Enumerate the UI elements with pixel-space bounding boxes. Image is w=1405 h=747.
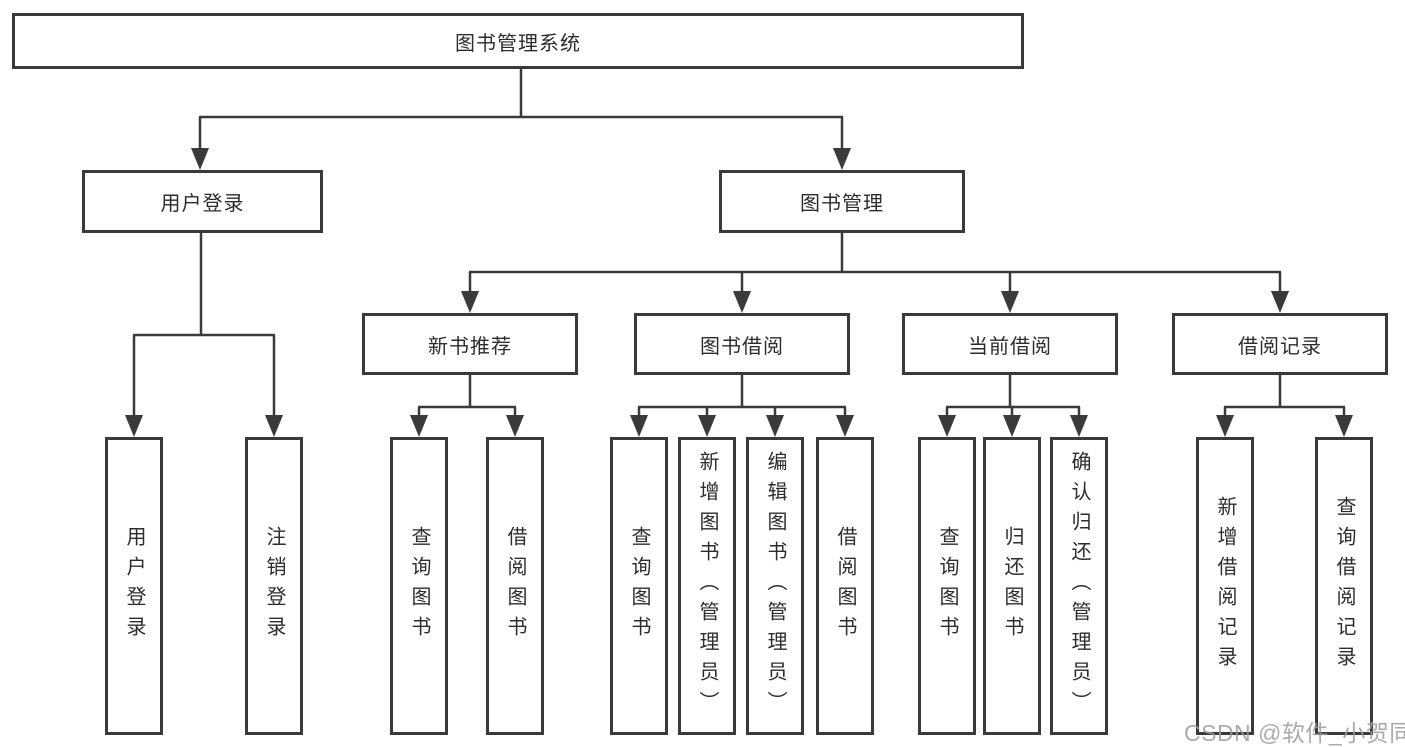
node-leaf-query-books-current: 查询图书 xyxy=(918,437,976,735)
node-book-management: 图书管理 xyxy=(719,170,965,233)
node-leaf-add-book-admin: 新增图书（管理员） xyxy=(678,437,736,735)
node-leaf-user-login: 用户登录 xyxy=(105,437,163,735)
node-user-login-group: 用户登录 xyxy=(82,170,323,233)
node-library-system: 图书管理系统 xyxy=(12,13,1024,69)
arrowheads xyxy=(125,148,1353,437)
node-leaf-confirm-return-admin: 确认归还（管理员） xyxy=(1050,437,1108,735)
node-current-borrow: 当前借阅 xyxy=(902,313,1118,375)
node-new-book-recommend: 新书推荐 xyxy=(362,313,578,375)
node-leaf-edit-book-admin: 编辑图书（管理员） xyxy=(746,437,804,735)
node-leaf-query-borrow-record: 查询借阅记录 xyxy=(1315,437,1373,735)
node-leaf-return-books: 归还图书 xyxy=(983,437,1041,735)
node-book-borrow: 图书借阅 xyxy=(634,313,850,375)
node-borrow-records: 借阅记录 xyxy=(1172,313,1388,375)
node-leaf-logout: 注销登录 xyxy=(245,437,303,735)
node-leaf-borrow-books: 借阅图书 xyxy=(816,437,874,735)
node-leaf-query-books-borrow: 查询图书 xyxy=(610,437,668,735)
node-leaf-borrow-books-recommend: 借阅图书 xyxy=(486,437,544,735)
node-leaf-query-books-recommend: 查询图书 xyxy=(390,437,448,735)
csdn-watermark: CSDN @软件_小贺同学 xyxy=(1184,720,1405,746)
node-leaf-add-borrow-record: 新增借阅记录 xyxy=(1196,437,1254,735)
